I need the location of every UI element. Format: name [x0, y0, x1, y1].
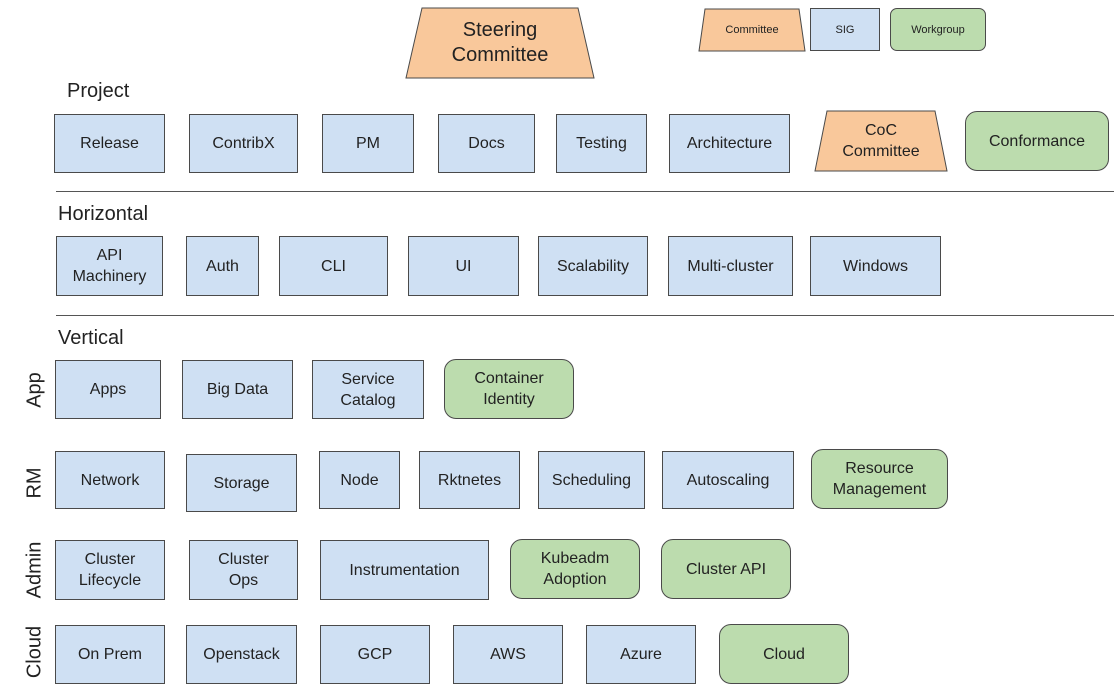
section-title-vertical: Vertical [58, 327, 124, 349]
wg-cluster-api: Cluster API [661, 539, 791, 599]
row-label-app: App [23, 372, 46, 408]
committee-shape [814, 110, 948, 172]
sig-cli: CLI [279, 236, 388, 296]
sig-storage: Storage [186, 454, 297, 512]
sig-autoscaling: Autoscaling [662, 451, 794, 509]
committee-shape [698, 8, 806, 52]
sig-auth: Auth [186, 236, 259, 296]
sig-contribx: ContribX [189, 114, 298, 173]
sig-cluster-ops: Cluster Ops [189, 540, 298, 600]
wg-container-identity: Container Identity [444, 359, 574, 419]
sig-architecture: Architecture [669, 114, 790, 173]
legend-committee-label: Committee [725, 24, 779, 36]
sig-pm: PM [322, 114, 414, 173]
sig-cluster-lifecycle: Cluster Lifecycle [55, 540, 165, 600]
steering-committee-label: Steering Committee [451, 19, 549, 66]
coc-committee-box: CoC Committee [814, 110, 948, 172]
sig-windows: Windows [810, 236, 941, 296]
wg-resource-management: Resource Management [811, 449, 948, 509]
legend-workgroup: Workgroup [890, 8, 986, 51]
section-title-project: Project [67, 80, 130, 102]
legend-sig: SIG [810, 8, 880, 51]
sig-big-data: Big Data [182, 360, 293, 419]
sig-gcp: GCP [320, 625, 430, 684]
sig-docs: Docs [438, 114, 535, 173]
legend-committee: Committee [698, 8, 806, 52]
sig-aws: AWS [453, 625, 563, 684]
sig-apps: Apps [55, 360, 161, 419]
sig-on-prem: On Prem [55, 625, 165, 684]
row-label-cloud: Cloud [23, 625, 46, 679]
section-divider [56, 191, 1114, 192]
sig-node: Node [319, 451, 400, 509]
sig-scalability: Scalability [538, 236, 648, 296]
row-label-admin: Admin [23, 541, 46, 599]
wg-kubeadm-adoption: Kubeadm Adoption [510, 539, 640, 599]
wg-cloud: Cloud [719, 624, 849, 684]
sig-azure: Azure [586, 625, 696, 684]
section-title-horizontal: Horizontal [58, 203, 149, 225]
sig-openstack: Openstack [186, 625, 297, 684]
sig-service-catalog: Service Catalog [312, 360, 424, 419]
steering-committee-box: Steering Committee [405, 7, 595, 79]
sig-release: Release [54, 114, 165, 173]
sig-api-machinery: API Machinery [56, 236, 163, 296]
sig-rktnetes: Rktnetes [419, 451, 520, 509]
sig-ui: UI [408, 236, 519, 296]
coc-committee-label: CoC Committee [842, 122, 920, 160]
section-divider [56, 315, 1114, 316]
sig-testing: Testing [556, 114, 647, 173]
sig-network: Network [55, 451, 165, 509]
sig-scheduling: Scheduling [538, 451, 645, 509]
committee-shape [405, 7, 595, 79]
sig-multi-cluster: Multi-cluster [668, 236, 793, 296]
wg-conformance: Conformance [965, 111, 1109, 171]
row-label-rm: RM [23, 467, 46, 499]
sig-instrumentation: Instrumentation [320, 540, 489, 600]
